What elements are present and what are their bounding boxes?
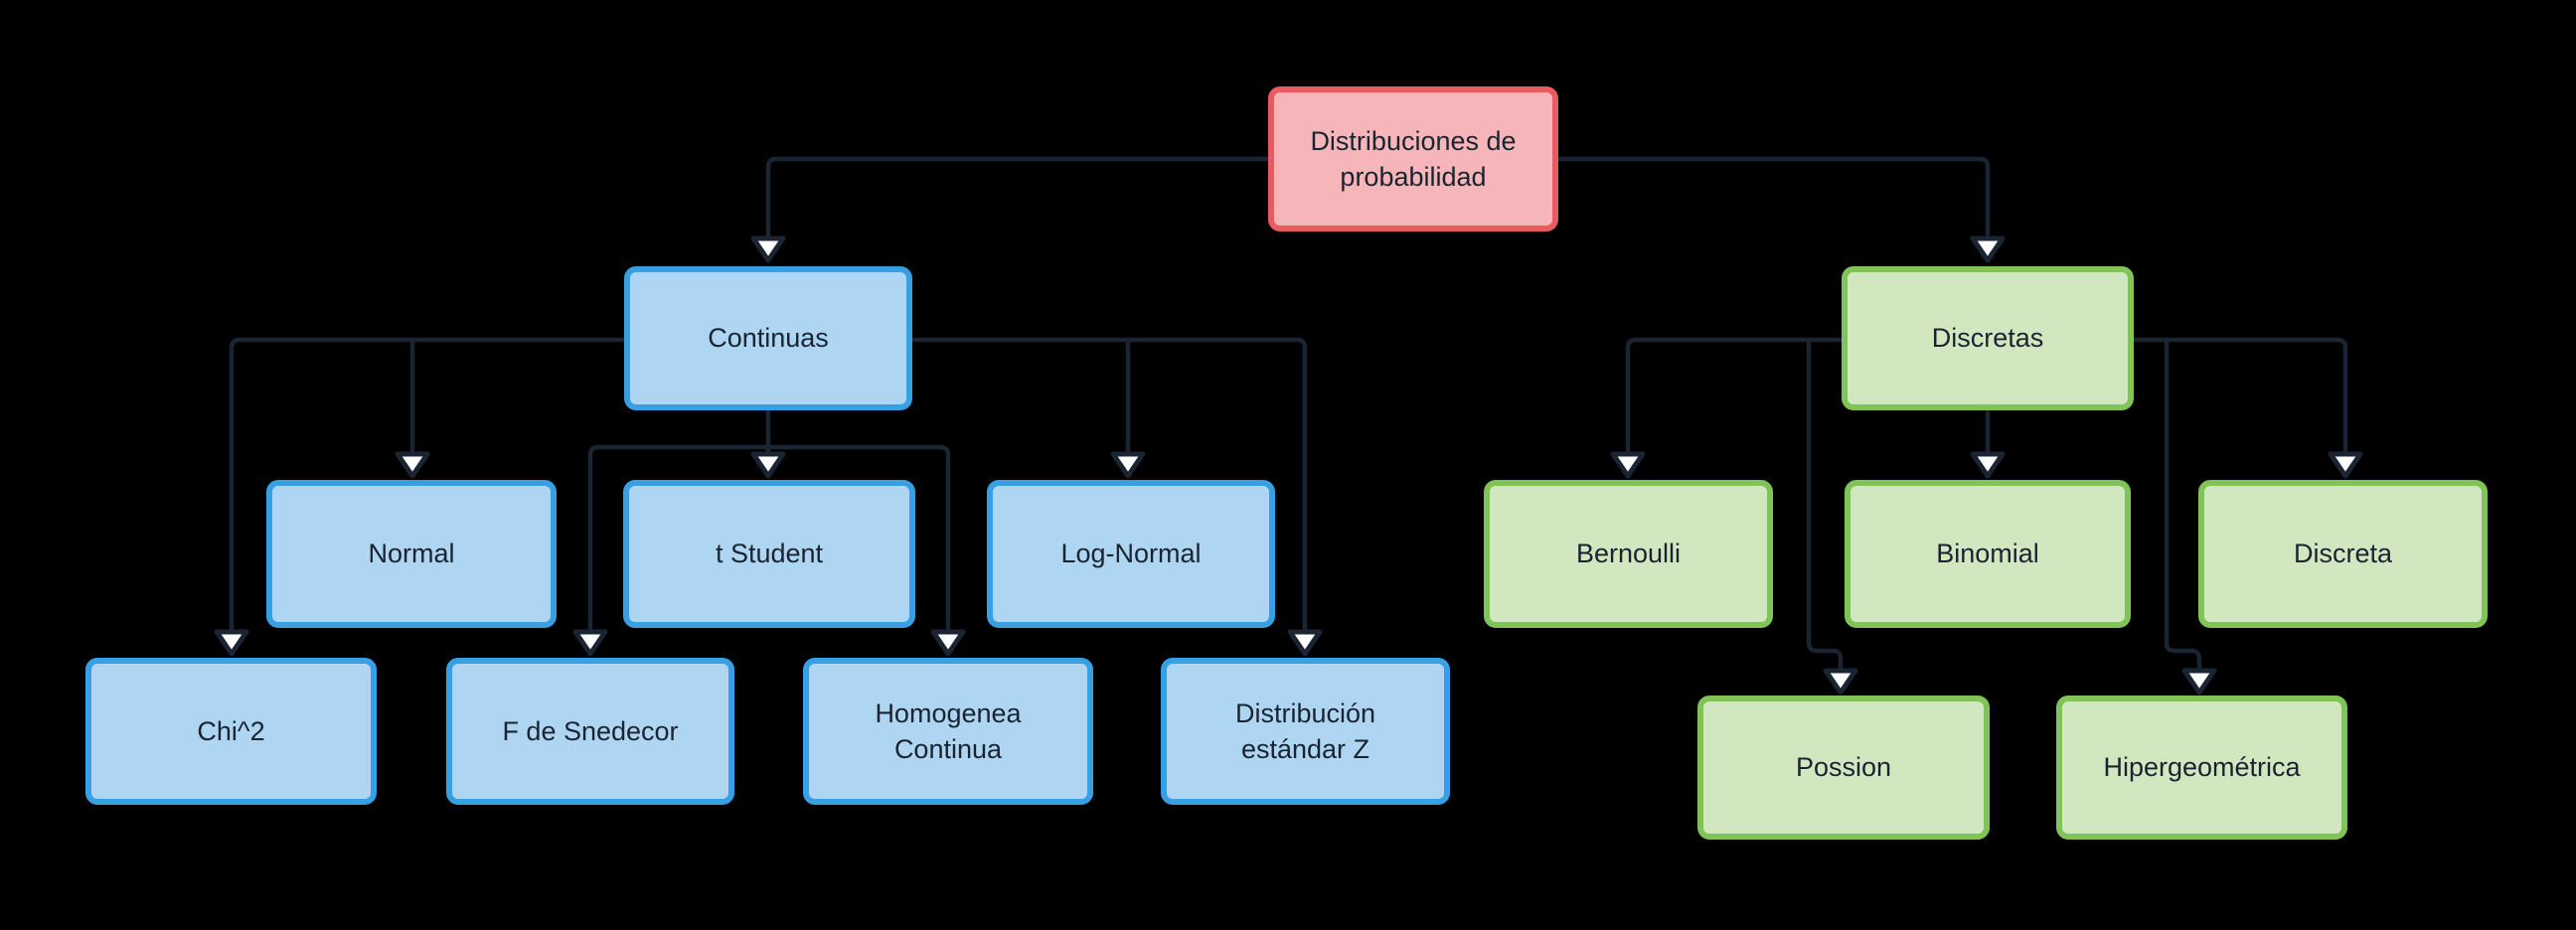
node-label: Continuas (708, 323, 829, 354)
arrow-down-icon (930, 629, 966, 657)
edge-discretas-bernoulli (1625, 337, 1845, 459)
node-label: Hipergeométrica (2103, 752, 2301, 783)
edge-discretas-hipergeometrica (2164, 337, 2202, 676)
edge-continuas-sidebar (587, 444, 951, 637)
node-distribucion-estandar-z: Distribución estándar Z (1161, 658, 1450, 805)
edge-continuas-distz (909, 337, 1308, 637)
edge-root-discretas (1555, 156, 1991, 243)
arrow-down-icon (750, 451, 786, 479)
node-chi2: Chi^2 (85, 658, 377, 805)
arrow-down-icon (1970, 235, 2006, 263)
arrow-down-icon (1287, 629, 1323, 657)
node-binomial: Binomial (1845, 480, 2131, 628)
arrow-down-icon (395, 451, 430, 479)
node-label: t Student (715, 539, 824, 569)
arrow-down-icon (214, 629, 249, 657)
node-label: Homogenea Continua (875, 698, 1022, 764)
node-label: Discretas (1931, 323, 2044, 354)
node-hipergeometrica: Hipergeométrica (2056, 696, 2347, 840)
node-label: Log-Normal (1060, 539, 1202, 569)
node-label: Possion (1795, 752, 1892, 783)
node-label: Discreta (2293, 539, 2393, 569)
edge-discretas-possion (1806, 337, 1844, 676)
edge-discretas-discreta (2131, 337, 2348, 459)
arrow-down-icon (572, 629, 608, 657)
node-label: Binomial (1936, 539, 2039, 569)
node-normal: Normal (266, 480, 557, 628)
node-label: Chi^2 (197, 715, 265, 746)
node-t-student: t Student (623, 480, 915, 628)
node-f-de-snedecor: F de Snedecor (446, 658, 734, 805)
node-homogenea-continua: Homogenea Continua (803, 658, 1093, 805)
arrow-down-icon (750, 235, 786, 263)
node-label: Normal (368, 539, 455, 569)
node-label: F de Snedecor (502, 715, 679, 746)
arrow-down-icon (1823, 668, 1858, 696)
arrow-down-icon (1970, 451, 2006, 479)
node-discretas: Discretas (1842, 266, 2134, 410)
node-possion: Possion (1697, 696, 1990, 840)
edge-continuas-chi2 (229, 337, 627, 637)
node-distribuciones-de-probabilidad: Distribuciones de probabilidad (1268, 86, 1558, 232)
arrow-down-icon (2328, 451, 2363, 479)
node-label: Bernoulli (1575, 539, 1682, 569)
node-label: Distribución estándar Z (1234, 698, 1376, 764)
node-continuas: Continuas (624, 266, 912, 410)
node-bernoulli: Bernoulli (1484, 480, 1773, 628)
arrow-down-icon (2181, 668, 2217, 696)
node-log-normal: Log-Normal (987, 480, 1275, 628)
edge-root-continuas (765, 156, 1271, 243)
arrow-down-icon (1610, 451, 1646, 479)
arrow-down-icon (1110, 451, 1146, 479)
node-label: Distribuciones de probabilidad (1310, 125, 1517, 192)
node-discreta: Discreta (2198, 480, 2488, 628)
